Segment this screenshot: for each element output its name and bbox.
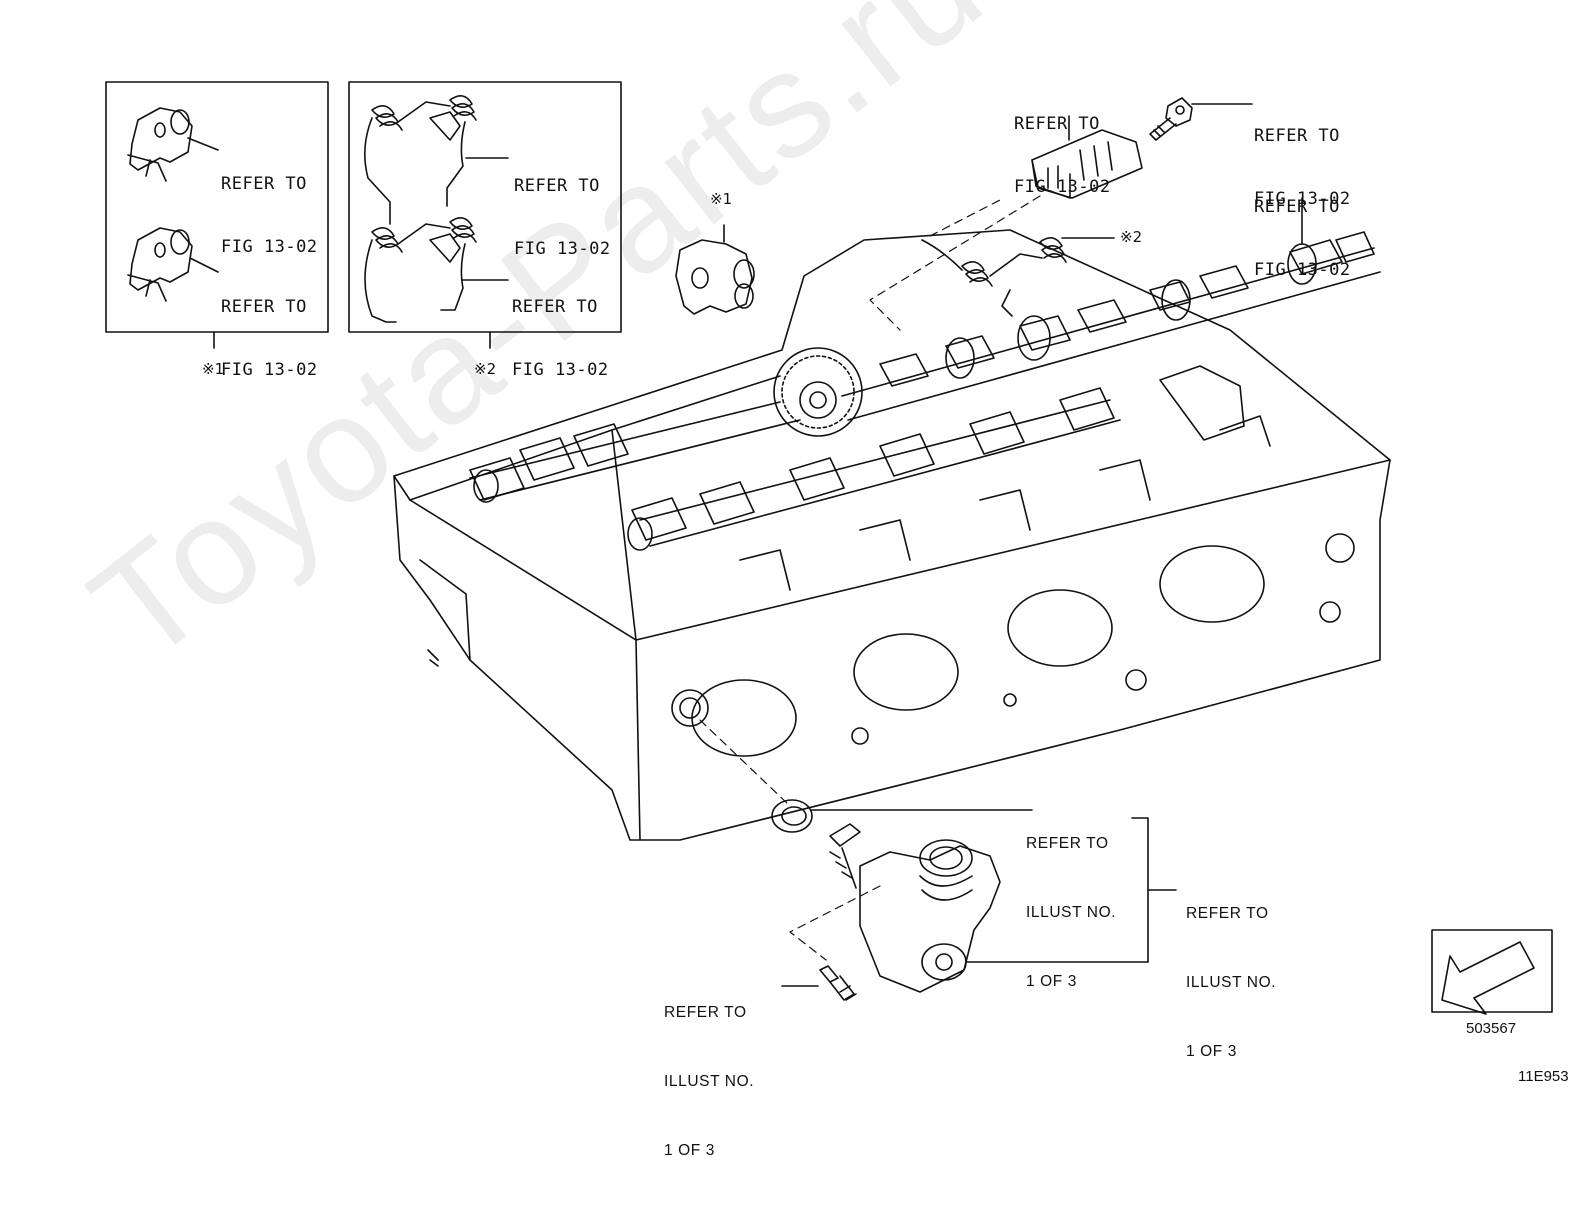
inset-1-label-1: REFER TO FIG 13-02 bbox=[221, 132, 318, 300]
label-line: REFER TO bbox=[1014, 114, 1100, 134]
label-line: REFER TO bbox=[1186, 905, 1269, 922]
label-line: FIG 13-02 bbox=[1014, 177, 1111, 197]
inset-1-label-2: REFER TO FIG 13-02 bbox=[221, 255, 318, 423]
valve-spring-icon bbox=[364, 217, 477, 323]
rocker-arm-mark: ※1 bbox=[710, 190, 733, 208]
direction-box bbox=[1431, 929, 1553, 1015]
inset-2-mark: ※2 bbox=[474, 360, 497, 378]
pump-label: REFER TO ILLUST NO. 1 OF 3 bbox=[1186, 856, 1276, 1109]
cover-label: REFER TO FIG 13-02 bbox=[1014, 72, 1111, 240]
camshaft bbox=[841, 197, 1381, 421]
label-line: FIG 13-02 bbox=[1254, 260, 1351, 280]
label-line: REFER TO bbox=[221, 297, 307, 317]
figure-code: 11E953 bbox=[1518, 1068, 1569, 1085]
label-line: ILLUST NO. bbox=[664, 1073, 755, 1090]
callout-bracket bbox=[1131, 817, 1149, 963]
seal-ring bbox=[771, 799, 1033, 833]
label-line: REFER TO bbox=[512, 297, 598, 317]
label-line: FIG 13-02 bbox=[221, 237, 318, 257]
label-line: ILLUST NO. bbox=[1026, 904, 1117, 921]
valve-spring-icon bbox=[364, 95, 477, 225]
pump-assembly bbox=[829, 823, 1149, 993]
inset-2-label-1: REFER TO FIG 13-02 bbox=[514, 134, 611, 302]
label-line: REFER TO bbox=[1026, 835, 1109, 852]
inset-box-2 bbox=[348, 81, 622, 349]
spring-mark: ※2 bbox=[1120, 228, 1143, 246]
label-line: FIG 13-02 bbox=[221, 360, 318, 380]
alignment-lines bbox=[699, 195, 1041, 961]
valve-spring-part bbox=[921, 237, 1115, 317]
label-line: 1 OF 3 bbox=[664, 1142, 715, 1159]
label-line: FIG 13-02 bbox=[512, 360, 609, 380]
camshaft-label: REFER TO FIG 13-02 bbox=[1254, 155, 1351, 323]
inset-box-1 bbox=[105, 81, 329, 349]
parts-diagram: Toyota-Parts.ru bbox=[61, 0, 1569, 1159]
bolt-label: REFER TO FIG 13-02 bbox=[1254, 84, 1351, 252]
cap-bolt bbox=[1149, 97, 1253, 141]
cylinder-head bbox=[393, 229, 1391, 841]
label-line: 1 OF 3 bbox=[1026, 973, 1077, 990]
screw-label: REFER TO ILLUST NO. 1 OF 3 bbox=[664, 955, 754, 1208]
label-line: REFER TO bbox=[1254, 126, 1340, 146]
inset-1-mark: ※1 bbox=[202, 360, 225, 378]
rocker-arm-icon bbox=[127, 107, 193, 182]
rocker-arm-part bbox=[675, 224, 755, 315]
seal-label: REFER TO ILLUST NO. 1 OF 3 bbox=[1026, 786, 1116, 1039]
label-line: REFER TO bbox=[664, 1004, 747, 1021]
label-line: ILLUST NO. bbox=[1186, 974, 1277, 991]
rocker-arm-icon bbox=[127, 227, 193, 302]
diagram-drawing bbox=[105, 81, 1553, 1015]
direction-code: 503567 bbox=[1466, 1020, 1517, 1037]
label-line: 1 OF 3 bbox=[1186, 1043, 1237, 1060]
inset-2-label-2: REFER TO FIG 13-02 bbox=[512, 255, 609, 423]
label-line: REFER TO bbox=[221, 174, 307, 194]
label-line: FIG 13-02 bbox=[514, 239, 611, 259]
camshaft-bearing-cap bbox=[1031, 115, 1143, 199]
label-line: REFER TO bbox=[514, 176, 600, 196]
front-direction-arrow-icon bbox=[1441, 941, 1535, 1015]
pump-screw bbox=[781, 965, 857, 1001]
label-line: REFER TO bbox=[1254, 197, 1340, 217]
cam-gear bbox=[773, 347, 863, 437]
combustion-chamber bbox=[691, 679, 797, 757]
label-line: FIG 13-02 bbox=[1254, 189, 1351, 209]
